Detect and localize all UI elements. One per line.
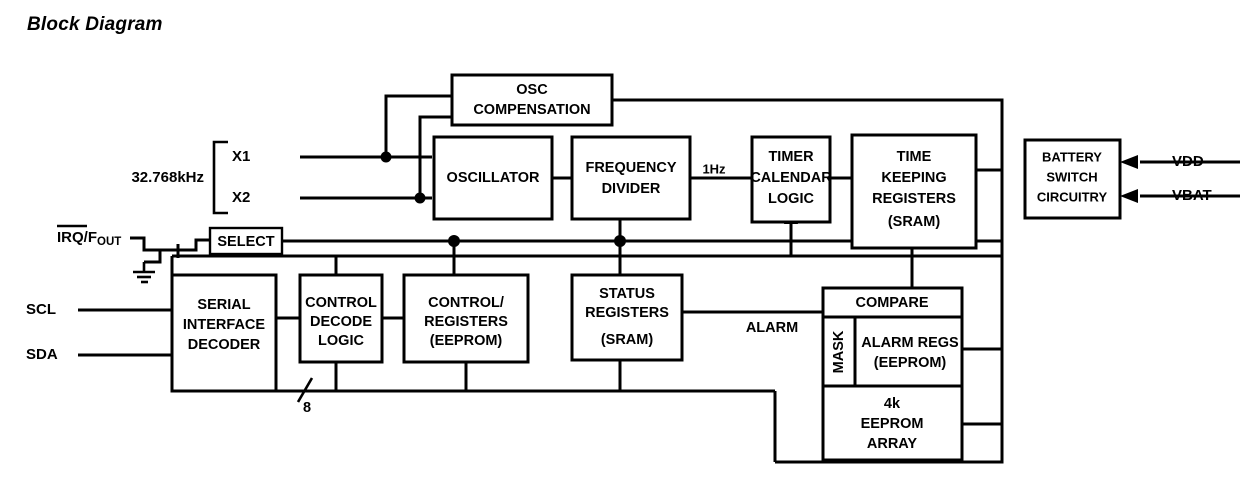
arrow-vdd <box>1120 155 1138 169</box>
bus-width-label: 8 <box>303 400 311 416</box>
block-timer-calendar-logic[interactable]: TIMER CALENDAR LOGIC <box>750 135 832 224</box>
arrow-vbat <box>1120 189 1138 203</box>
osc-compensation-line-2: COMPENSATION <box>473 102 590 118</box>
irq-fout-suffix: OUT <box>97 236 121 248</box>
timer-calendar-line-2: CALENDAR <box>750 170 832 186</box>
serial-interface-line-3: DECODER <box>188 337 261 353</box>
eeprom-array-line-3: ARRAY <box>867 436 918 452</box>
control-decode-line-3: LOGIC <box>318 333 364 349</box>
frequency-divider-line-2: DIVIDER <box>602 181 661 197</box>
time-keeping-line-3: REGISTERS <box>872 191 956 207</box>
time-keeping-line-4: (SRAM) <box>888 214 941 230</box>
wire-to-select-input <box>178 238 210 252</box>
pin-vdd-label: VDD <box>1172 153 1204 170</box>
block-serial-interface-decoder[interactable]: SERIAL INTERFACE DECODER <box>170 273 278 393</box>
block-compare-group[interactable]: COMPARE MASK ALARM REGS (EEPROM) 4k EEPR… <box>821 286 964 462</box>
block-battery-switch-circuitry[interactable]: BATTERY SWITCH CIRCUITRY <box>1023 138 1122 220</box>
pin-x2-label: X2 <box>232 189 250 206</box>
control-registers-line-3: (EEPROM) <box>430 333 503 349</box>
oscillator-label: OSCILLATOR <box>447 170 540 186</box>
junction-x1 <box>380 151 392 163</box>
signal-alarm-label: ALARM <box>746 320 798 336</box>
signal-1hz-label: 1Hz <box>702 161 726 176</box>
mask-label: MASK <box>831 330 847 373</box>
eeprom-array-line-1: 4k <box>884 396 901 412</box>
pin-x1-label: X1 <box>232 148 250 165</box>
status-registers-line-2: REGISTERS <box>585 305 669 321</box>
battery-switch-line-3: CIRCUITRY <box>1037 189 1108 204</box>
pin-sda-label: SDA <box>26 346 58 363</box>
pin-scl-label: SCL <box>26 301 56 318</box>
svg-text:IRQ/FOUT: IRQ/FOUT <box>57 229 121 248</box>
timer-calendar-line-3: LOGIC <box>768 191 814 207</box>
time-keeping-line-2: KEEPING <box>881 170 946 186</box>
pin-irq-fout-label: IRQ/FOUT <box>57 224 121 248</box>
junction-x2 <box>414 192 426 204</box>
block-control-registers[interactable]: CONTROL/ REGISTERS (EEPROM) <box>402 273 530 364</box>
alarm-regs-line-1: ALARM REGS <box>861 335 959 351</box>
block-select[interactable]: SELECT <box>208 226 284 256</box>
pin-vbat-label: VBAT <box>1172 187 1212 204</box>
alarm-regs-line-2: (EEPROM) <box>874 355 947 371</box>
wire-osccomp-to-right-bus <box>612 98 1004 170</box>
compare-label: COMPARE <box>855 295 928 311</box>
control-decode-line-1: CONTROL <box>305 295 377 311</box>
irq-fout-prefix: IRQ/F <box>57 229 97 246</box>
block-osc-compensation[interactable]: OSC COMPENSATION <box>450 73 614 127</box>
block-frequency-divider[interactable]: FREQUENCY DIVIDER <box>570 135 692 221</box>
battery-switch-line-1: BATTERY <box>1042 149 1102 164</box>
block-time-keeping-registers[interactable]: TIME KEEPING REGISTERS (SRAM) <box>850 133 978 250</box>
osc-compensation-line-1: OSC <box>516 82 548 98</box>
wire-x1-to-osccomp <box>384 94 452 157</box>
serial-interface-line-2: INTERFACE <box>183 317 266 333</box>
crystal-frequency-label: 32.768kHz <box>131 169 204 186</box>
status-registers-line-3: (SRAM) <box>601 332 654 348</box>
timer-calendar-line-1: TIMER <box>768 149 814 165</box>
control-decode-line-2: DECODE <box>310 314 372 330</box>
page-title: Block Diagram <box>27 14 163 35</box>
control-registers-line-1: CONTROL/ <box>428 295 504 311</box>
wire-x2-to-osccomp <box>418 115 452 198</box>
block-control-decode-logic[interactable]: CONTROL DECODE LOGIC <box>298 273 384 364</box>
bus-slash <box>296 377 314 403</box>
wire-irqfout-step <box>130 236 162 264</box>
crystal-bracket <box>212 140 228 215</box>
eeprom-array-line-2: EEPROM <box>861 416 924 432</box>
status-registers-line-1: STATUS <box>599 286 655 302</box>
time-keeping-line-1: TIME <box>897 149 932 165</box>
control-registers-line-2: REGISTERS <box>424 314 508 330</box>
battery-switch-line-2: SWITCH <box>1046 169 1097 184</box>
wire-right-bus-vertical <box>775 170 1004 464</box>
serial-interface-line-1: SERIAL <box>197 297 250 313</box>
frequency-divider-line-1: FREQUENCY <box>585 160 676 176</box>
block-status-registers[interactable]: STATUS REGISTERS (SRAM) <box>570 273 684 362</box>
select-label: SELECT <box>217 234 274 250</box>
block-oscillator[interactable]: OSCILLATOR <box>432 135 554 221</box>
